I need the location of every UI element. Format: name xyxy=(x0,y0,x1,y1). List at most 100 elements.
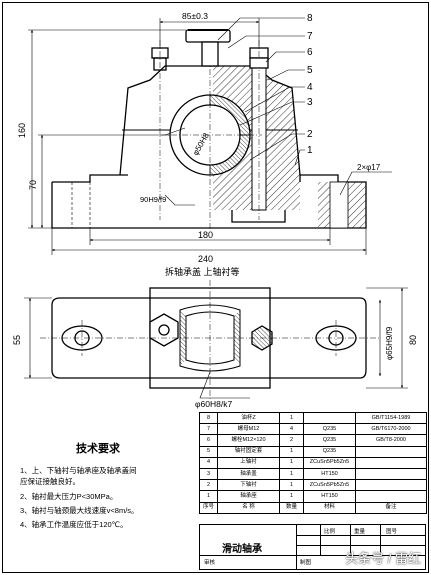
balloon-numbers: 8 7 6 5 4 3 2 1 xyxy=(307,13,313,156)
bom-cell: 1 xyxy=(279,445,304,458)
bom-cell: 螺母M12 xyxy=(217,423,280,436)
front-view xyxy=(51,29,367,230)
tech-req-item-4: 4、轴承工作温度应低于120℃。 xyxy=(20,520,128,529)
bom-cell: 数量 xyxy=(279,501,304,514)
base-outline-left xyxy=(52,174,128,183)
bom-cell: 轴承盖 xyxy=(217,467,280,481)
tb-weight-label: 重量 xyxy=(354,529,366,535)
tb-drawn-label: 制图 xyxy=(300,560,312,566)
tb-scale-label: 比例 xyxy=(324,529,336,535)
left-bolt-plan xyxy=(158,324,170,336)
left-bolt-hole xyxy=(71,182,91,228)
dim-height-160: 160 xyxy=(17,123,27,138)
bom-cell: 1 xyxy=(279,479,304,492)
dim-fit: 90H9/f9 xyxy=(140,195,166,204)
bom-cell xyxy=(355,490,427,503)
bom-cell: Q235 xyxy=(303,445,356,458)
bom-cell: GB/T6170-2000 xyxy=(355,423,427,436)
bom-cell: 轴承座 xyxy=(217,490,280,503)
bom-cell: 5 xyxy=(199,445,218,458)
bom-cell: 1 xyxy=(199,490,218,503)
tech-req-item-3: 3、轴衬与轴颈最大线速度v<8m/s。 xyxy=(20,506,139,515)
bom-cell: GB/T8-2000 xyxy=(355,434,427,447)
top-view xyxy=(40,280,380,400)
bom-cell xyxy=(303,411,356,425)
right-nut-lower xyxy=(249,57,269,69)
bom-cell: 备注 xyxy=(355,501,427,514)
bom-cell: 1 xyxy=(279,490,304,503)
section-label: 拆轴承盖 上轴衬等 xyxy=(165,266,240,277)
bom-cell: 下轴衬 xyxy=(217,479,280,492)
bom-cell: GB/T1154-1989 xyxy=(355,411,427,425)
dim-width-180: 180 xyxy=(198,230,213,240)
dim-bolt-hole: 2×φ17 xyxy=(357,163,381,172)
bom-cell: 3 xyxy=(199,467,218,481)
balloon-6: 6 xyxy=(307,47,313,58)
bom-cell: 6 xyxy=(199,434,218,447)
balloon-8: 8 xyxy=(307,13,313,24)
bom-cell: Q235 xyxy=(303,434,356,447)
bom-cell xyxy=(355,479,427,492)
tech-req-title: 技术要求 xyxy=(76,443,120,455)
base-recess xyxy=(231,210,286,223)
bom-cell: 8 xyxy=(199,411,218,425)
bom-cell: 材料 xyxy=(303,501,356,514)
bom-cell: 2 xyxy=(279,434,304,447)
balloon-7: 7 xyxy=(307,31,313,42)
bom-cell xyxy=(355,467,427,481)
oil-cup-cap xyxy=(185,29,231,43)
bom-cell: 上轴衬 xyxy=(217,456,280,469)
tech-req-item-2: 2、轴衬最大压力P<30MPa。 xyxy=(20,492,118,501)
dim-shaft-fit: φ60H8/k7 xyxy=(195,399,232,409)
bom-cell: 名 称 xyxy=(217,501,280,514)
bom-cell: HT150 xyxy=(303,467,356,481)
title-block: 滑动轴承 比例 重量 图号 制图 审核 xyxy=(199,524,426,570)
bom-cell: 轴衬固定套 xyxy=(217,445,280,458)
top-dim-text: 55 80 φ65H9/f9 φ60H8/k7 xyxy=(12,326,418,409)
bom-cell: 4 xyxy=(279,423,304,436)
bom-cell: HT150 xyxy=(303,490,356,503)
dim-height-70: 70 xyxy=(28,180,38,190)
oil-cup-stem xyxy=(201,41,219,67)
bom-cell xyxy=(355,445,427,458)
right-bolt-hole xyxy=(329,181,349,229)
bom-cell: 2 xyxy=(199,479,218,492)
top-dimensions xyxy=(24,287,408,399)
balloon-3: 3 xyxy=(307,97,313,108)
bom-cell: 1 xyxy=(279,467,304,481)
dim-height-55: 55 xyxy=(12,335,22,345)
dim-width-240: 240 xyxy=(198,254,213,264)
bom-cell: 7 xyxy=(199,423,218,436)
left-nut-plan xyxy=(149,313,179,347)
bom-cell: ZCuSn5Pb5Zn5 xyxy=(303,479,356,492)
front-dimensions xyxy=(28,17,392,255)
balloon-4: 4 xyxy=(307,82,313,93)
bom-cell xyxy=(355,456,427,469)
balloon-1: 1 xyxy=(307,145,313,156)
base-plan-outline xyxy=(51,297,367,379)
bom-header-row: 序号名 称数量材料备注 xyxy=(199,501,427,514)
bom-cell: 4 xyxy=(199,456,218,469)
dim-width-80: 80 xyxy=(408,335,418,345)
bom-cell: 1 xyxy=(279,411,304,425)
tech-req-item-1: 1、上、下轴衬与轴承座及轴承盖间 xyxy=(20,466,137,475)
title-block-name: 滑动轴承 xyxy=(222,544,262,555)
balloon-5: 5 xyxy=(307,65,313,76)
tech-req-item-1b: 应保证接触良好。 xyxy=(20,477,80,486)
tb-no-label: 图号 xyxy=(386,529,398,535)
dim-side-fit: φ65H9/f9 xyxy=(385,326,394,360)
bom-cell: Q235 xyxy=(303,423,356,436)
bom-cell: 油杯Z xyxy=(217,411,280,425)
bom-cell: 1 xyxy=(279,456,304,469)
dim-top-width: 85±0.3 xyxy=(182,11,208,21)
